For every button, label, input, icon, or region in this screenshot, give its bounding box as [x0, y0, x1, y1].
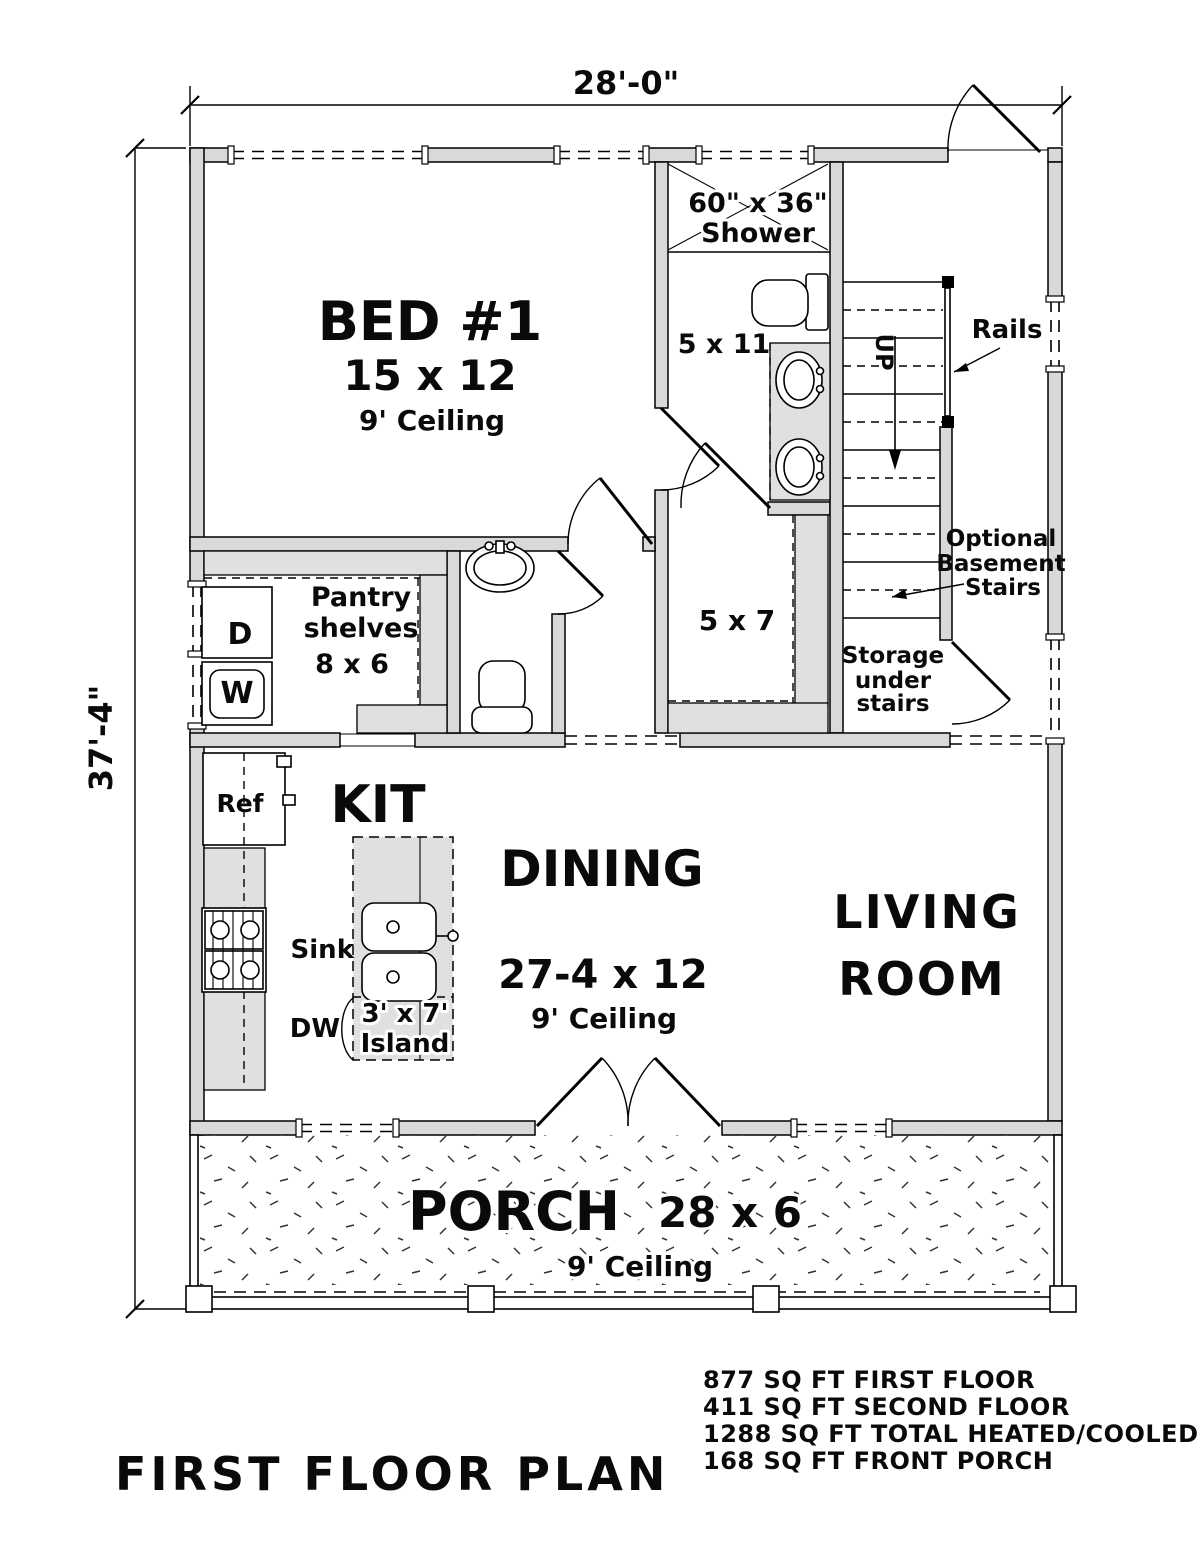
svg-text:shelves: shelves	[304, 613, 419, 644]
bath-size-label: 5 x 11	[678, 329, 771, 360]
porch-ceiling-label: 9' Ceiling	[567, 1250, 713, 1283]
porch-post	[467, 1285, 495, 1313]
svg-text:8 x 6: 8 x 6	[315, 649, 389, 680]
porch-label: PORCH	[408, 1180, 620, 1243]
svg-text:15 x 12: 15 x 12	[343, 351, 516, 400]
porch-post	[1049, 1285, 1077, 1313]
vanity-double-sink-icon	[769, 342, 831, 501]
svg-text:Stairs: Stairs	[965, 575, 1041, 601]
island-size-label: 3' x 7'	[362, 999, 449, 1029]
stairs-direction-arrow	[889, 450, 901, 470]
svg-text:Basement: Basement	[936, 551, 1065, 577]
svg-text:Pantry: Pantry	[311, 582, 412, 613]
porch-post	[185, 1285, 213, 1313]
washer-label: W	[220, 676, 253, 711]
bed1-label: BED #1 15 x 12 9' Ceiling	[318, 290, 543, 437]
stat-first-floor: 877 SQ FT FIRST FLOOR	[703, 1366, 1035, 1394]
plan-title: FIRST FLOOR PLAN	[115, 1447, 669, 1501]
dishwasher-icon	[341, 997, 354, 1061]
svg-text:DINING: DINING	[500, 840, 703, 898]
porch-edge	[189, 1296, 1063, 1310]
storage-door	[950, 640, 1012, 725]
bath-door	[659, 406, 721, 491]
stair-rail-icon	[942, 276, 954, 428]
kitchen-label: KIT	[330, 775, 426, 835]
dimension-top: 28'-0"	[180, 64, 1072, 146]
dryer-icon	[201, 586, 273, 659]
half-bath-door	[556, 549, 605, 615]
svg-text:ROOM: ROOM	[838, 952, 1005, 1006]
toilet-icon	[471, 660, 533, 734]
living-room-label: LIVING ROOM	[833, 885, 1020, 1006]
svg-text:Optional: Optional	[946, 526, 1056, 552]
porch-post	[752, 1285, 780, 1313]
dimension-left: 37'-4"	[82, 138, 186, 1319]
doors	[535, 83, 1042, 1128]
island-label: Island	[361, 1029, 450, 1059]
svg-text:9' Ceiling: 9' Ceiling	[359, 404, 505, 437]
bathroom: 5 x 11	[678, 273, 831, 501]
stairs-up-label: UP	[870, 333, 898, 370]
double-sink-icon	[361, 902, 459, 1002]
sink-icon	[465, 540, 535, 593]
storage-label: Storage under stairs	[842, 643, 944, 717]
stat-total: 1288 SQ FT TOTAL HEATED/COOLED	[703, 1420, 1199, 1448]
svg-text:27-4 x 12: 27-4 x 12	[498, 952, 707, 998]
svg-text:9' Ceiling: 9' Ceiling	[531, 1002, 677, 1035]
shower-label: Shower	[701, 218, 815, 249]
dimension-width-label: 28'-0"	[573, 64, 680, 102]
rails-label: Rails	[972, 315, 1043, 345]
exterior-walls	[189, 147, 1063, 1136]
bed1-door	[567, 477, 654, 545]
dining-label: DINING 27-4 x 12 9' Ceiling	[498, 840, 707, 1035]
optional-basement-stairs-note: Optional Basement Stairs	[891, 526, 1066, 601]
closet-door	[680, 441, 772, 510]
area-stats: 877 SQ FT FIRST FLOOR 411 SQ FT SECOND F…	[703, 1366, 1199, 1475]
kitchen: Ref KIT	[201, 752, 459, 1091]
dishwasher-label: DW	[290, 1014, 340, 1044]
dryer-label: D	[228, 617, 253, 652]
half-bath	[465, 540, 535, 734]
stairs: UP Rails Optional Basement Stairs Storag…	[842, 276, 1066, 717]
svg-text:stairs: stairs	[856, 691, 929, 717]
closet: 5 x 7	[667, 514, 829, 734]
porch-floor-texture	[198, 1135, 1054, 1285]
shower: 60" x 36" Shower	[667, 163, 831, 253]
svg-text:LIVING: LIVING	[833, 885, 1020, 939]
svg-text:Storage: Storage	[842, 643, 944, 669]
closet-size-label: 5 x 7	[699, 604, 776, 637]
laundry: D W	[201, 586, 273, 726]
dimension-height-label: 37'-4"	[82, 685, 120, 792]
fridge-label: Ref	[216, 789, 264, 818]
sink-label: Sink	[291, 935, 355, 965]
kitchen-island: 3' x 7' Island	[341, 836, 459, 1062]
porch: PORCH 28 x 6 9' Ceiling	[185, 1134, 1077, 1313]
svg-text:under: under	[855, 668, 932, 694]
toilet-icon	[751, 273, 829, 331]
shower-size-label: 60" x 36"	[688, 188, 828, 219]
front-french-doors	[535, 1056, 722, 1128]
stat-porch: 168 SQ FT FRONT PORCH	[703, 1447, 1053, 1475]
stat-second-floor: 411 SQ FT SECOND FLOOR	[703, 1393, 1070, 1421]
pantry-label: Pantry shelves 8 x 6	[304, 582, 419, 680]
back-door	[947, 83, 1042, 154]
range-icon	[201, 907, 267, 993]
porch-size-label: 28 x 6	[658, 1188, 802, 1237]
svg-text:BED #1: BED #1	[318, 290, 543, 353]
